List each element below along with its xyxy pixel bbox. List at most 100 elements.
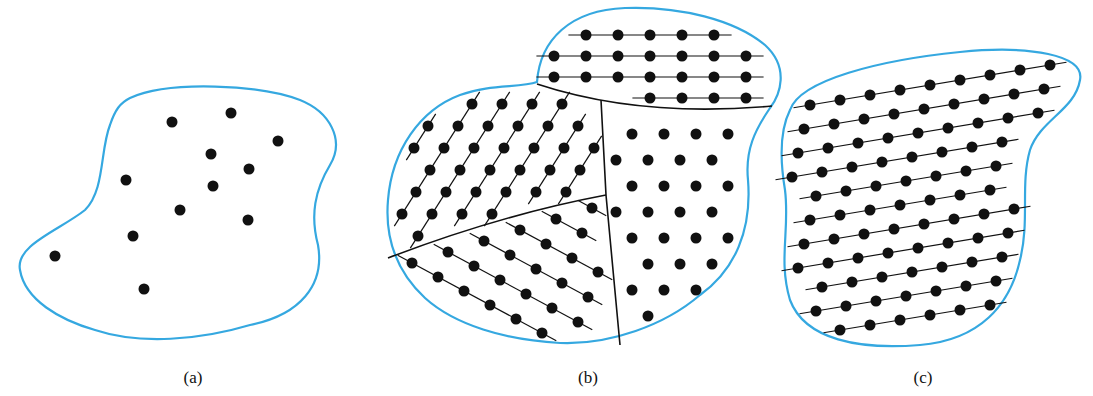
atom-dot: [497, 99, 508, 110]
lattice-line: [470, 233, 603, 304]
atom-dot: [505, 250, 516, 261]
atom-dot: [549, 72, 560, 83]
atom-dot: [627, 181, 638, 192]
atom-dot: [925, 80, 936, 91]
atom-dot: [677, 93, 688, 104]
atom-dot: [1039, 84, 1050, 95]
atom-dot: [1045, 60, 1056, 71]
lattice-line: [410, 92, 509, 248]
atom-dot: [443, 247, 454, 258]
atom-dot: [967, 257, 978, 268]
atom-dot: [441, 187, 452, 198]
lattice-line: [806, 254, 1019, 290]
grain-boundary: [388, 84, 772, 345]
atom-dot: [709, 30, 720, 41]
atom-dot: [835, 325, 846, 336]
atom-dot: [691, 129, 702, 140]
atom-dot: [955, 190, 966, 201]
atom-dot: [973, 118, 984, 129]
atom-dot: [627, 129, 638, 140]
atom-dot: [581, 30, 592, 41]
atom-dot: [547, 303, 558, 314]
atom-dot: [613, 72, 624, 83]
atom-dot: [859, 229, 870, 240]
lattice-line: [800, 278, 1013, 314]
atom-dot: [985, 185, 996, 196]
atom-dot: [787, 172, 798, 183]
atom-dot: [723, 129, 734, 140]
atom-dot: [407, 258, 418, 269]
atom-dot: [645, 51, 656, 62]
atom-dot: [659, 285, 670, 296]
atom-dot: [551, 214, 562, 225]
atom-dot: [675, 259, 686, 270]
atom-dot: [741, 93, 752, 104]
atom-dot: [691, 233, 702, 244]
atom-dot: [581, 51, 592, 62]
lattice-line: [578, 200, 607, 215]
lattice-line: [782, 230, 1025, 271]
sample-outline: [782, 50, 1081, 346]
atom-dot: [871, 181, 882, 192]
atom-dot: [901, 291, 912, 302]
atom-dot: [991, 161, 1002, 172]
atom-dot: [613, 51, 624, 62]
atom-dot: [823, 258, 834, 269]
atom-dot: [723, 233, 734, 244]
atom-dot: [1003, 228, 1014, 239]
atom-dot: [979, 209, 990, 220]
lattice-line: [528, 114, 585, 204]
atom-dot: [931, 171, 942, 182]
atom-dot: [593, 267, 604, 278]
atom-dot: [961, 281, 972, 292]
atom-dot: [527, 99, 538, 110]
atom-dot: [955, 75, 966, 86]
atom-dot: [613, 30, 624, 41]
atom-dot: [423, 121, 434, 132]
atom-dot: [515, 225, 526, 236]
atom-dot: [643, 259, 654, 270]
lattice-line: [542, 211, 597, 240]
atom-dot: [907, 267, 918, 278]
crystal-lattice: [394, 30, 763, 341]
atom-dot: [677, 51, 688, 62]
atom-dot: [455, 165, 466, 176]
atom-dot: [925, 310, 936, 321]
lattice-line: [794, 187, 1007, 223]
atom-dot: [577, 228, 588, 239]
atom-dot: [541, 239, 552, 250]
atom-dot: [397, 209, 408, 220]
atom-dot: [677, 30, 688, 41]
lattice-line: [558, 136, 601, 204]
atom-dot: [829, 119, 840, 130]
atom-dot: [847, 277, 858, 288]
atom-dot: [611, 155, 622, 166]
atom-dot: [901, 176, 912, 187]
atom-dot: [453, 121, 464, 132]
atom-dot: [913, 128, 924, 139]
atom-dot: [537, 328, 548, 339]
panel-label: (b): [578, 368, 598, 388]
atom-dot: [645, 72, 656, 83]
atom-dot: [471, 187, 482, 198]
atom-dot: [883, 248, 894, 259]
atom-dot: [741, 72, 752, 83]
atom-dot: [627, 233, 638, 244]
atom-dot: [811, 191, 822, 202]
lattice-line: [788, 206, 1031, 247]
atom-dot: [459, 286, 470, 297]
atom-dots: [50, 108, 284, 295]
atom-dot: [457, 209, 468, 220]
lattice-line: [776, 139, 1019, 180]
atom-dot: [741, 51, 752, 62]
atom-dot: [433, 272, 444, 283]
atom-dot: [561, 187, 572, 198]
atom-dot: [865, 90, 876, 101]
atom-dot: [411, 187, 422, 198]
atom-dot: [985, 70, 996, 81]
atom-dot: [919, 219, 930, 230]
atom-dot: [943, 123, 954, 134]
atom-dot: [943, 238, 954, 249]
atom-dot: [805, 100, 816, 111]
atom-dot: [531, 264, 542, 275]
